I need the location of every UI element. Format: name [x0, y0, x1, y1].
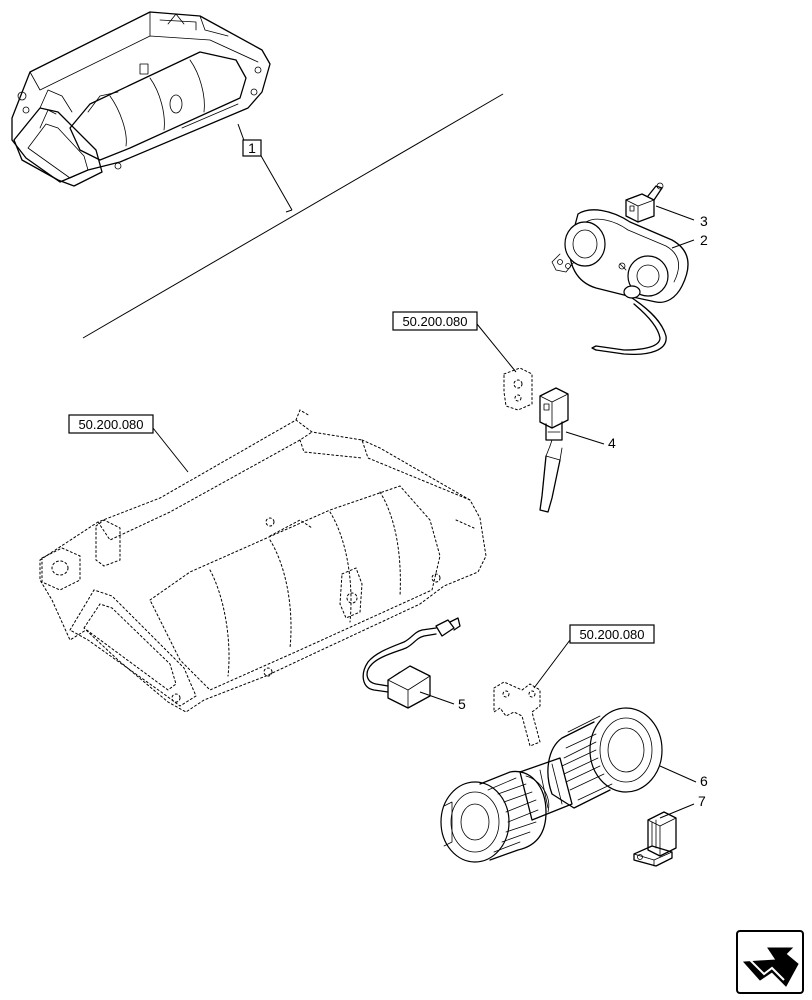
ref-a-label: 50.200.080: [402, 314, 467, 329]
ref-b-label: 50.200.080: [78, 417, 143, 432]
next-page-arrow-icon[interactable]: [736, 930, 804, 994]
item-6-label: 6: [700, 773, 708, 789]
item-4-drawing: [539, 387, 569, 513]
item-4-leader: [565, 431, 605, 445]
ref-a-bracket-drawing: [503, 367, 533, 411]
item-5-leader: [419, 691, 455, 705]
item-5-label: 5: [458, 696, 466, 712]
item-7-leader: [659, 803, 695, 819]
item-2-leader: [671, 239, 695, 249]
item-7-label: 7: [698, 793, 706, 809]
item-6-drawing: [440, 707, 663, 863]
ref-c-bracket-drawing: [493, 681, 541, 747]
item-7-drawing: [633, 811, 677, 867]
ref-c-label: 50.200.080: [579, 627, 644, 642]
ref-a-box: [392, 311, 478, 331]
item-3-leader: [655, 205, 695, 221]
ref-c-leader: [533, 639, 571, 689]
item-3-drawing: [625, 182, 664, 223]
housing-assembly-drawing: [11, 11, 271, 187]
item-2-drawing: [551, 209, 689, 356]
item-2-label: 2: [700, 232, 708, 248]
item-3-label: 3: [700, 213, 708, 229]
item-1-label: 1: [248, 140, 256, 156]
ref-a-leader: [476, 323, 517, 373]
ref-b-leader: [152, 427, 189, 473]
left-fan-blades: [497, 783, 539, 843]
item-6-leader: [659, 765, 697, 783]
item-1-leader: [82, 93, 504, 339]
ref-b-box: [68, 414, 154, 434]
ref-c-box: [569, 624, 655, 644]
item-4-label: 4: [608, 435, 616, 451]
item-1-label-box: [242, 139, 262, 157]
phantom-housing-drawing: [39, 409, 487, 713]
item-5-drawing: [362, 617, 461, 709]
right-fan-blades: [561, 733, 605, 791]
